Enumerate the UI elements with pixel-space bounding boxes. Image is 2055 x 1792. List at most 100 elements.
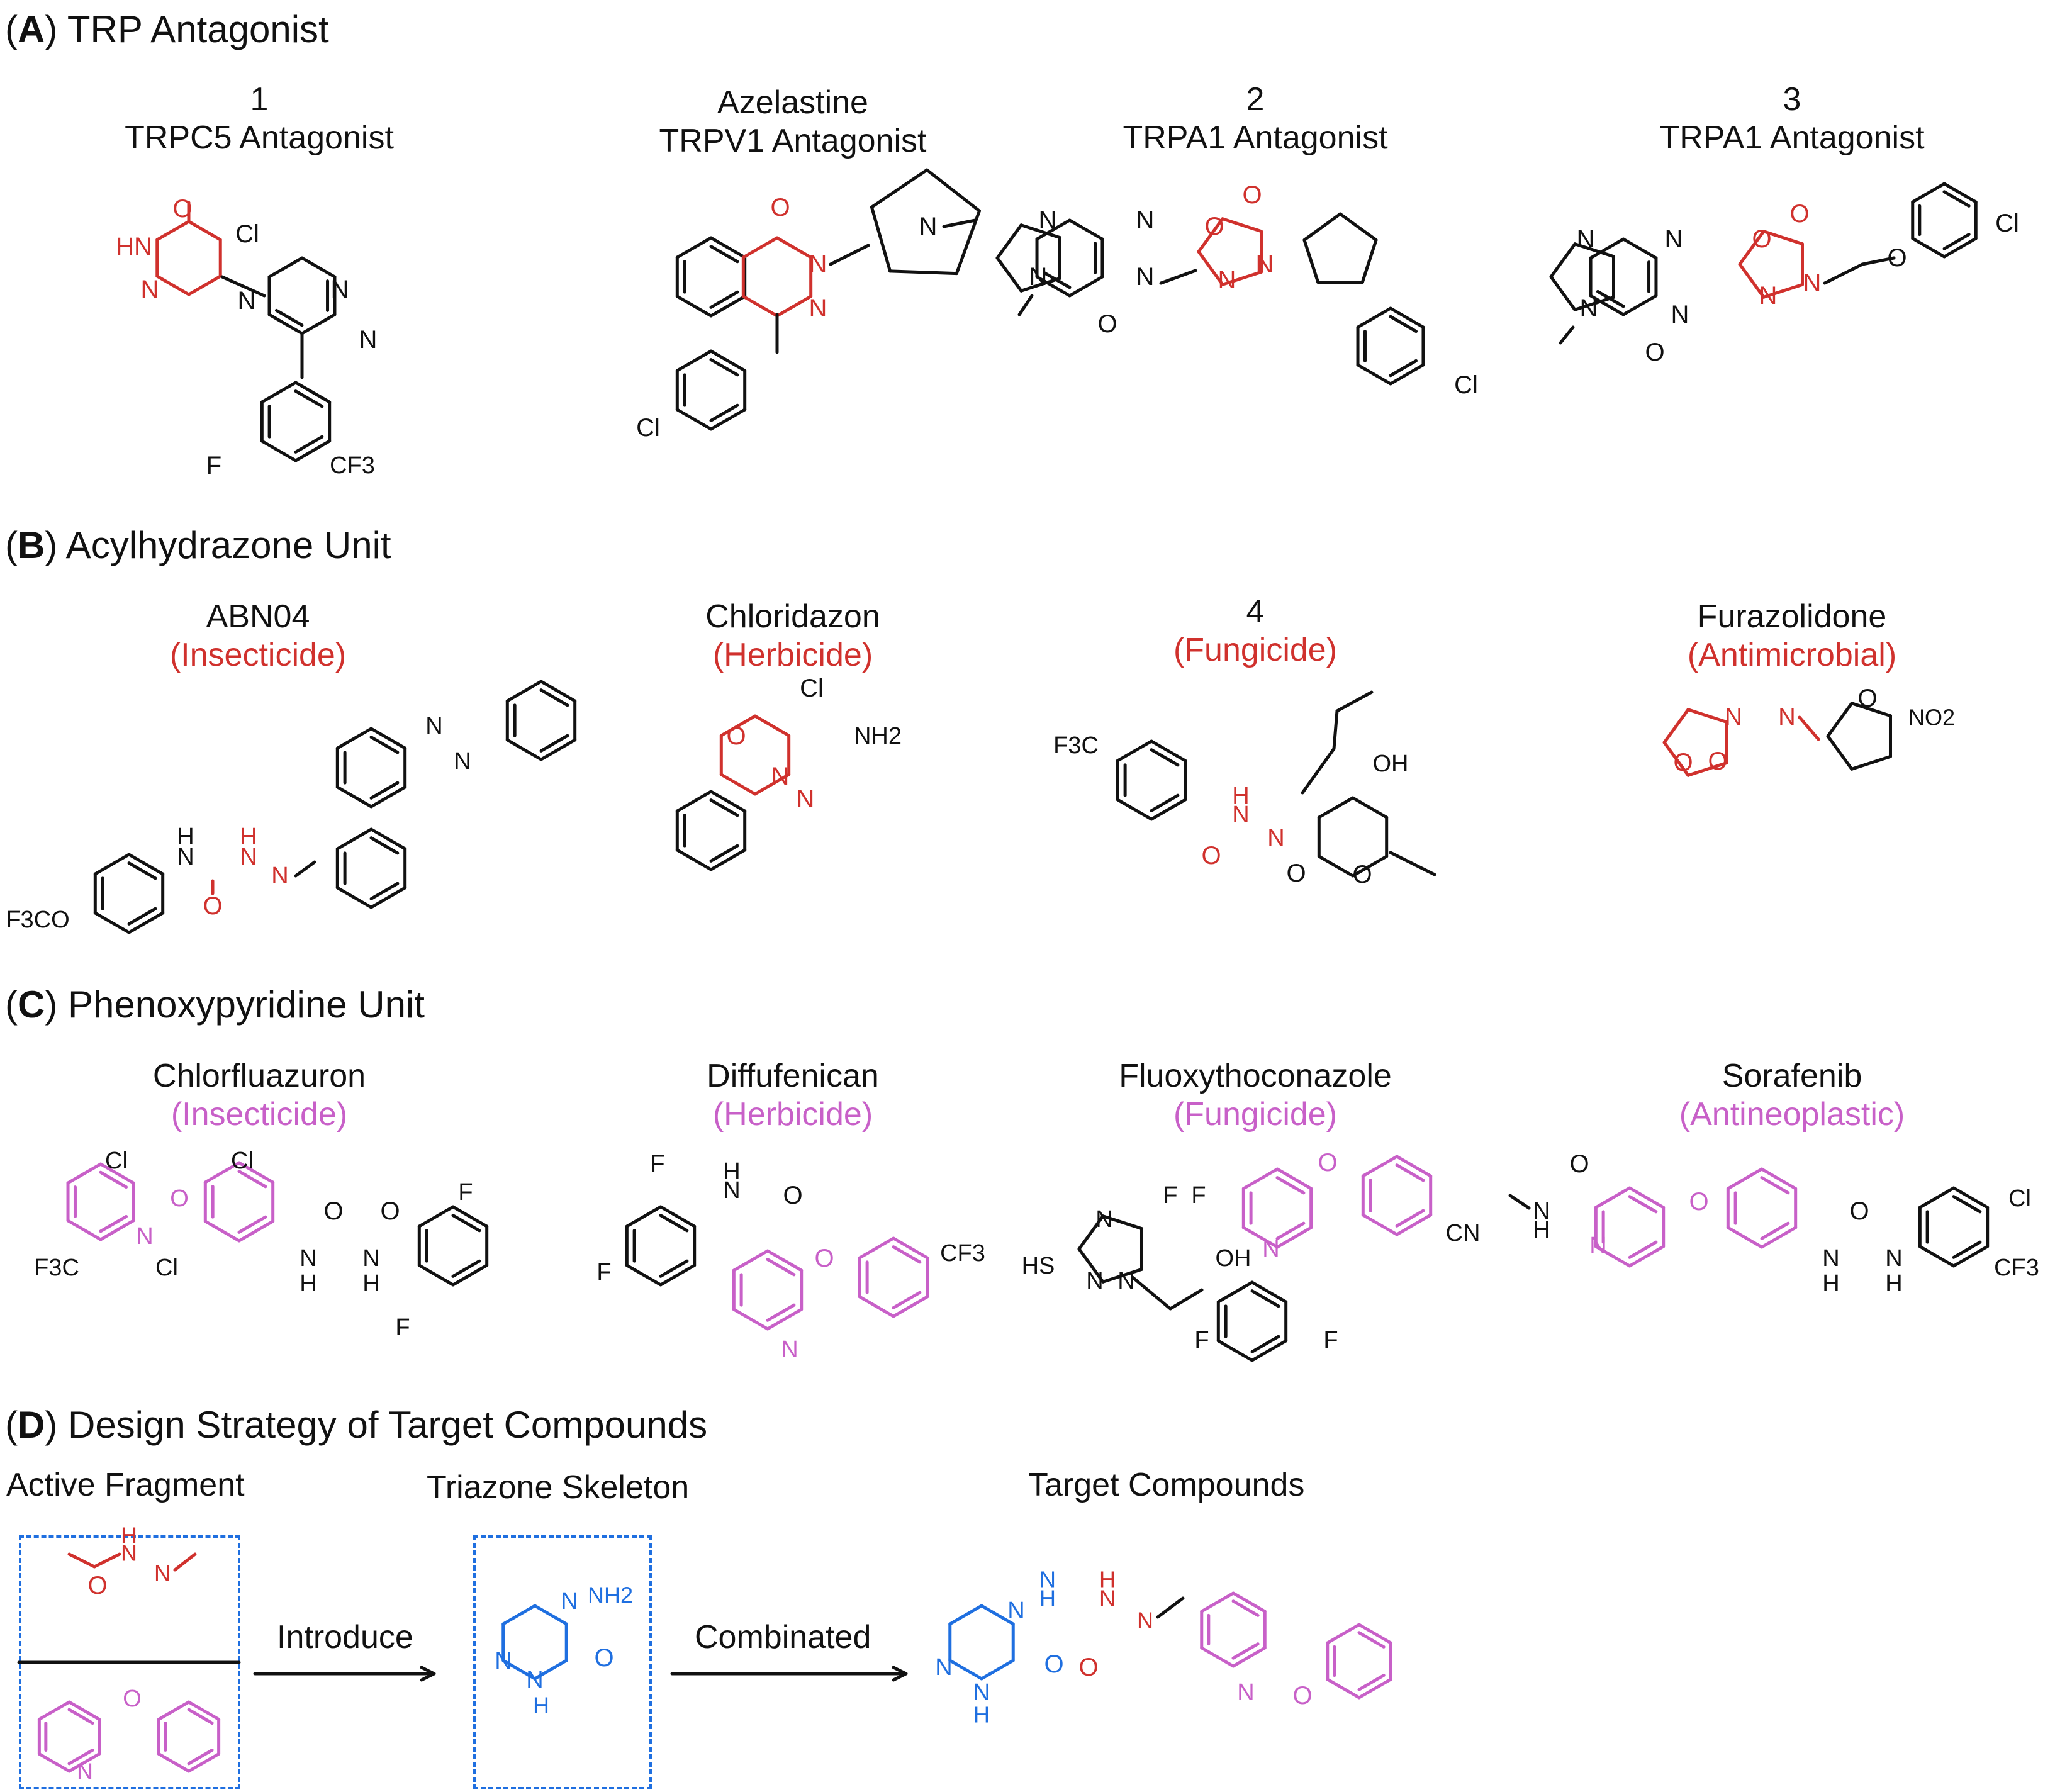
chloridazon-name: Chloridazon [705,598,880,635]
compound-3-role: TRPA1 Antagonist [1659,120,1925,157]
n-label: N [495,1648,512,1674]
nh2-label: NH2 [588,1582,633,1608]
ring-bond [1356,363,1392,386]
ring-bond [1918,1186,1956,1209]
compound-2-caption: 2 TRPA1 Antagonist [1123,81,1387,158]
triazone-skeleton-box [473,1535,652,1789]
diffufenican-caption: Diffufenican (Herbicide) [707,1057,879,1134]
ring-bond [675,848,713,871]
bond [1131,1275,1172,1311]
ring-bond [1221,217,1263,233]
ring-bond [1850,702,1892,718]
ring-bond [1068,218,1104,241]
ring-bond [675,790,713,813]
ring-bond [858,1295,895,1318]
aromatic-bond [709,403,739,422]
aromatic-bond [1942,190,1971,208]
oxygen-label: O [1857,685,1877,712]
ring-bond [766,1308,804,1331]
active-fragment-label: Active Fragment [6,1467,245,1503]
ring-bond [1918,1245,1956,1268]
fluorine-label: F [458,1179,473,1206]
ring-bond [709,349,747,372]
f3co-label: F3CO [6,907,69,933]
sorafenib-name: Sorafenib [1722,1058,1862,1094]
ring-bond [539,738,577,761]
ring-bond [858,1236,895,1260]
ring-bond [1077,1247,1105,1284]
oxygen-label: O [1673,749,1693,776]
n-label: N [935,1654,952,1681]
ring-bond [925,168,982,213]
bond [92,1552,121,1569]
ring-bond [1389,363,1425,386]
ring-bond [99,1219,135,1241]
ring-bond [1338,212,1378,242]
fluoxythoconazole-name: Fluoxythoconazole [1119,1058,1392,1094]
ring-bond [1360,238,1378,284]
ring-bond [155,220,191,242]
no2-label: NO2 [1908,705,1955,731]
ring-bond [505,738,543,761]
ring-bond [1302,238,1320,284]
oxygen-label: O [1352,861,1372,888]
oxygen-label: O [123,1686,142,1712]
bond [1389,851,1436,876]
aromatic-bond [1760,1221,1790,1240]
ring-bond [335,785,373,809]
ring-bond [260,439,298,462]
ring-bond [980,1604,1015,1626]
aromatic-bond [237,1215,267,1234]
ring-bond [1361,1213,1399,1236]
f3c-label: F3C [34,1255,79,1281]
bond [1301,747,1336,795]
ring-bond [417,1263,455,1287]
n-label: N [300,1245,316,1272]
chlorine-label: Cl [1454,371,1478,399]
aromatic-bond [99,1170,128,1189]
ring-bond [888,269,958,276]
ring-bond [99,1162,135,1185]
aromatic-bond [539,688,569,707]
chlorine-label: Cl [800,675,824,702]
ring-bond [709,790,747,813]
ring-bond [1019,276,1061,293]
ring-bond [451,1205,489,1228]
ring-bond [1549,242,1577,279]
aromatic-bond [237,1170,267,1189]
ring-bond [67,1752,101,1773]
aromatic-bond [1628,1195,1658,1214]
oxygen-label: O [1201,842,1221,870]
ring-bond [948,1659,983,1681]
sorafenib-caption: Sorafenib (Antineoplastic) [1679,1057,1905,1134]
ring-bond [203,1219,241,1243]
n-label: N [240,844,257,870]
ring-bond [369,727,407,750]
arrow-head [420,1666,436,1676]
ring-bond [753,773,791,796]
n-label: N [425,713,442,739]
ring-bond [501,1659,537,1681]
section-c-letter: C [17,983,45,1026]
ring-bond [1197,217,1224,254]
ring-bond [732,1308,770,1331]
oxygen-label: O [1044,1650,1063,1678]
ring-bond [1573,295,1615,311]
ring-bond [533,1604,568,1626]
ring-bond [1351,854,1389,878]
ring-bond [948,1604,983,1626]
chlorine-label: Cl [235,220,259,248]
n-label: N [1267,825,1284,851]
aromatic-bond [659,1259,689,1278]
oxygen-label: O [1645,339,1664,366]
oxygen-label: O [814,1245,834,1272]
nh2-label: NH2 [854,723,902,749]
n-label: N [1099,1586,1116,1611]
aromatic-bond [67,1748,94,1766]
ring-bond [1942,237,1978,259]
ring-bond [1662,708,1690,744]
section-d-header: (D) Design Strategy of Target Compounds [5,1404,708,1446]
aromatic-bond [1942,233,1971,250]
h-label: H [362,1270,379,1297]
ring-bond [1589,237,1625,260]
